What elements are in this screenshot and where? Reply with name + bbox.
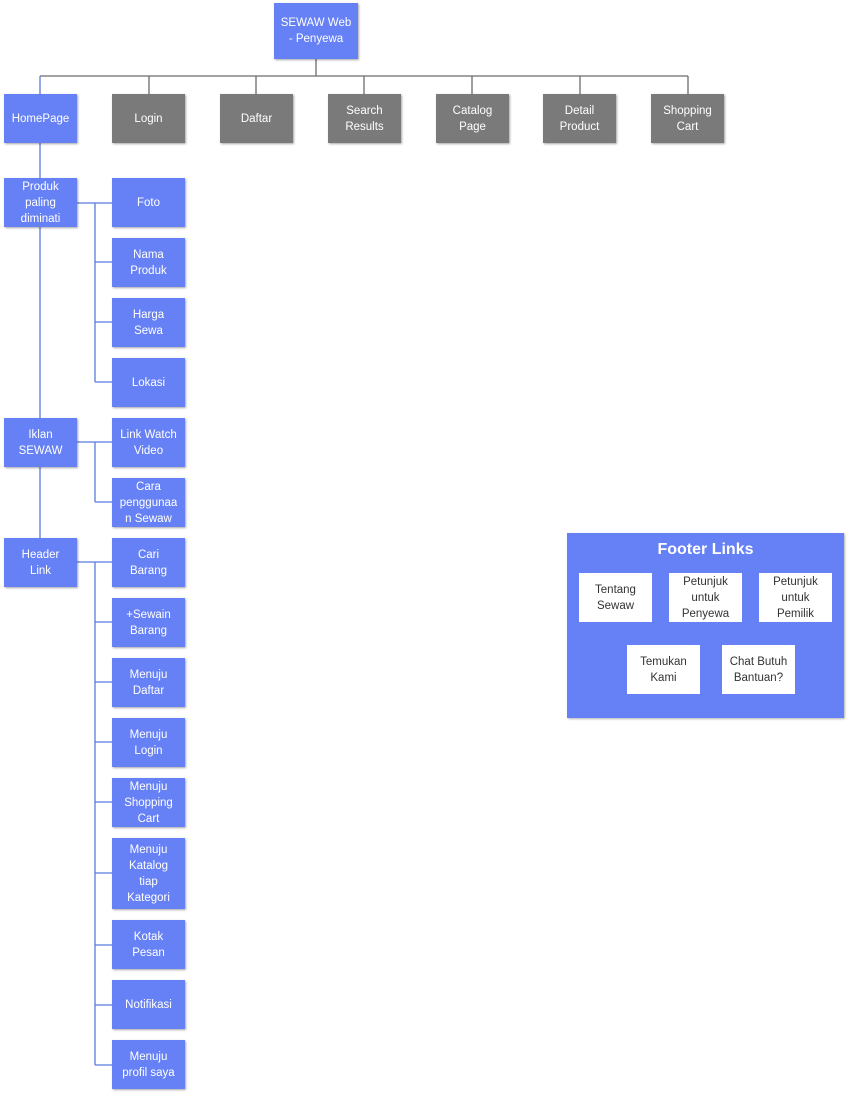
menuju-shopping-cart-node: Menuju Shopping Cart <box>112 778 185 827</box>
menuju-katalog-node: Menuju Katalog tiap Kategori <box>112 838 185 909</box>
root-node: SEWAW Web - Penyewa <box>274 3 358 59</box>
footer-link-temukan-kami: Temukan Kami <box>627 645 700 694</box>
login-node: Login <box>112 94 185 143</box>
footer-link-chat-bantuan: Chat Butuh Bantuan? <box>722 645 795 694</box>
harga-sewa-node: Harga Sewa <box>112 298 185 347</box>
lokasi-node: Lokasi <box>112 358 185 407</box>
footer-link-tentang-sewaw: Tentang Sewaw <box>579 573 652 622</box>
nama-produk-node: Nama Produk <box>112 238 185 287</box>
menuju-profil-node: Menuju profil saya <box>112 1040 185 1089</box>
header-section-node: Header Link <box>4 538 77 587</box>
iklan-section-node: Iklan SEWAW <box>4 418 77 467</box>
shopping-cart-node: Shopping Cart <box>651 94 724 143</box>
notifikasi-node: Notifikasi <box>112 980 185 1029</box>
detail-product-node: Detail Product <box>543 94 616 143</box>
sewain-barang-node: +Sewain Barang <box>112 598 185 647</box>
kotak-pesan-node: Kotak Pesan <box>112 920 185 969</box>
cari-barang-node: Cari Barang <box>112 538 185 587</box>
footer-links-panel: Footer Links Tentang Sewaw Petunjuk untu… <box>567 533 844 718</box>
produk-section-node: Produk paling diminati <box>4 178 77 227</box>
cara-penggunaan-node: Cara penggunaa n Sewaw <box>112 478 185 527</box>
menuju-login-node: Menuju Login <box>112 718 185 767</box>
footer-link-petunjuk-pemilik: Petunjuk untuk Pemilik <box>759 573 832 622</box>
homepage-node: HomePage <box>4 94 77 143</box>
menuju-daftar-node: Menuju Daftar <box>112 658 185 707</box>
footer-links-title: Footer Links <box>657 541 754 558</box>
search-results-node: Search Results <box>328 94 401 143</box>
foto-node: Foto <box>112 178 185 227</box>
daftar-node: Daftar <box>220 94 293 143</box>
link-watch-video-node: Link Watch Video <box>112 418 185 467</box>
footer-link-petunjuk-penyewa: Petunjuk untuk Penyewa <box>669 573 742 622</box>
catalog-page-node: Catalog Page <box>436 94 509 143</box>
